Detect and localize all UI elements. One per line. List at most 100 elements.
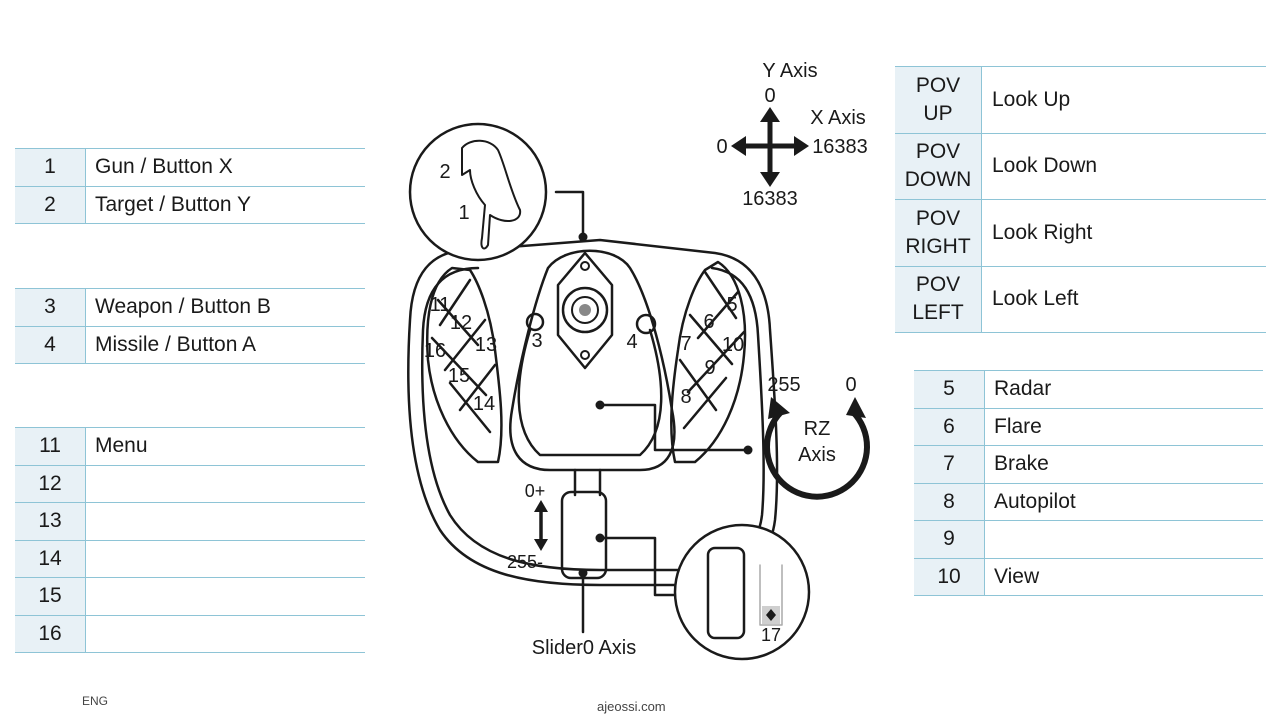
pad-button-13-label: 13 <box>475 334 497 356</box>
pov-label: POV <box>915 140 961 164</box>
mapping-row: 15 <box>15 577 365 615</box>
joystick-base-outline <box>407 238 779 587</box>
slider-bottom-value: 255- <box>507 552 543 572</box>
right-button-pad-outline <box>670 260 747 464</box>
button-number: 2 <box>15 185 86 224</box>
button-number: 7 <box>914 445 985 483</box>
mapping-row: 5 Radar <box>914 370 1263 408</box>
button-number: 9 <box>914 520 985 558</box>
mapping-row: 12 <box>15 464 365 503</box>
button-number: 15 <box>15 577 86 615</box>
button-action: Gun / Button X <box>95 155 233 179</box>
button-number: 12 <box>15 464 86 503</box>
side-button-3-label: 3 <box>531 330 542 352</box>
button-action: Radar <box>994 377 1052 401</box>
x-axis-right-value: 16383 <box>812 136 868 158</box>
slider-button-17-label: 17 <box>761 625 781 645</box>
button-number: 6 <box>914 407 985 446</box>
mapping-row: 11 Menu <box>15 427 365 465</box>
site-credit: ajeossi.com <box>597 699 666 714</box>
pad-button-12-label: 12 <box>450 312 472 334</box>
pov-action: Look Right <box>981 199 1266 266</box>
rz-axis-arrow <box>764 397 870 500</box>
xy-axis-arrows <box>731 107 809 187</box>
stick-housing-outline <box>509 249 676 472</box>
x-axis-label: X Axis <box>810 107 866 129</box>
pad-button-8-label: 8 <box>680 386 691 408</box>
button-number: 14 <box>15 539 86 578</box>
pov-direction: POV RIGHT <box>895 199 982 266</box>
y-axis-top-value: 0 <box>764 85 775 107</box>
pad-button-14-label: 14 <box>473 393 495 415</box>
button-number: 16 <box>15 614 86 653</box>
pad-button-5-label: 5 <box>726 294 737 316</box>
pov-row: POV DOWN Look Down <box>895 132 1266 200</box>
y-axis-label: Y Axis <box>762 60 817 82</box>
button-number: 13 <box>15 502 86 540</box>
rz-axis-right-value: 0 <box>845 374 856 396</box>
x-axis-left-value: 0 <box>716 136 727 158</box>
button-action: Menu <box>95 434 148 458</box>
button-number: 5 <box>914 370 985 408</box>
pov-row: POV RIGHT Look Right <box>895 199 1266 266</box>
button-action <box>85 539 365 578</box>
pov-action: Look Up <box>992 87 1071 111</box>
pov-direction-label: RIGHT <box>905 234 971 258</box>
button-action <box>85 577 365 615</box>
button-action: Weapon / Button B <box>95 295 271 319</box>
pad-button-11-label: 11 <box>430 294 451 316</box>
button-number: 11 <box>15 427 86 465</box>
joystick-base-inner-outline <box>420 266 765 572</box>
pad-button-7-label: 7 <box>680 333 691 355</box>
trigger-button-1-label: 1 <box>458 202 469 224</box>
mapping-row: 13 <box>15 502 365 540</box>
pov-action: Look Down <box>981 132 1266 200</box>
rz-axis-label-line2: Axis <box>798 444 836 466</box>
pov-direction-label: LEFT <box>912 301 964 325</box>
pov-label: POV <box>915 73 961 97</box>
slider-callout-circle <box>673 523 811 661</box>
pov-direction-label: DOWN <box>904 168 972 192</box>
button-number: 8 <box>914 482 985 521</box>
slider-top-value: 0+ <box>525 481 546 501</box>
button-action: View <box>984 557 1263 596</box>
trigger-callout-circle <box>408 122 548 262</box>
button-action <box>85 502 365 540</box>
button-action: Brake <box>984 445 1263 483</box>
left-button-pad-outline <box>425 266 503 464</box>
mapping-row: 9 <box>914 520 1263 558</box>
button-action: Missile / Button A <box>85 325 365 364</box>
pov-label: POV <box>915 206 961 230</box>
mapping-row: 16 <box>15 614 365 653</box>
pov-action: Look Left <box>981 265 1266 333</box>
trigger-button-2-label: 2 <box>439 161 450 183</box>
pad-button-16-label: 16 <box>424 340 446 362</box>
mapping-row: 14 <box>15 539 365 578</box>
side-button-4-shape <box>635 313 657 335</box>
pad-button-9-label: 9 <box>704 357 715 379</box>
button-action <box>984 520 1263 558</box>
pov-direction: POV DOWN <box>895 132 982 200</box>
slider-button-17-icon <box>766 609 776 621</box>
button-action: Flare <box>984 407 1263 446</box>
button-number: 10 <box>914 557 985 596</box>
side-button-4-label: 4 <box>626 331 637 353</box>
button-action <box>85 464 365 503</box>
